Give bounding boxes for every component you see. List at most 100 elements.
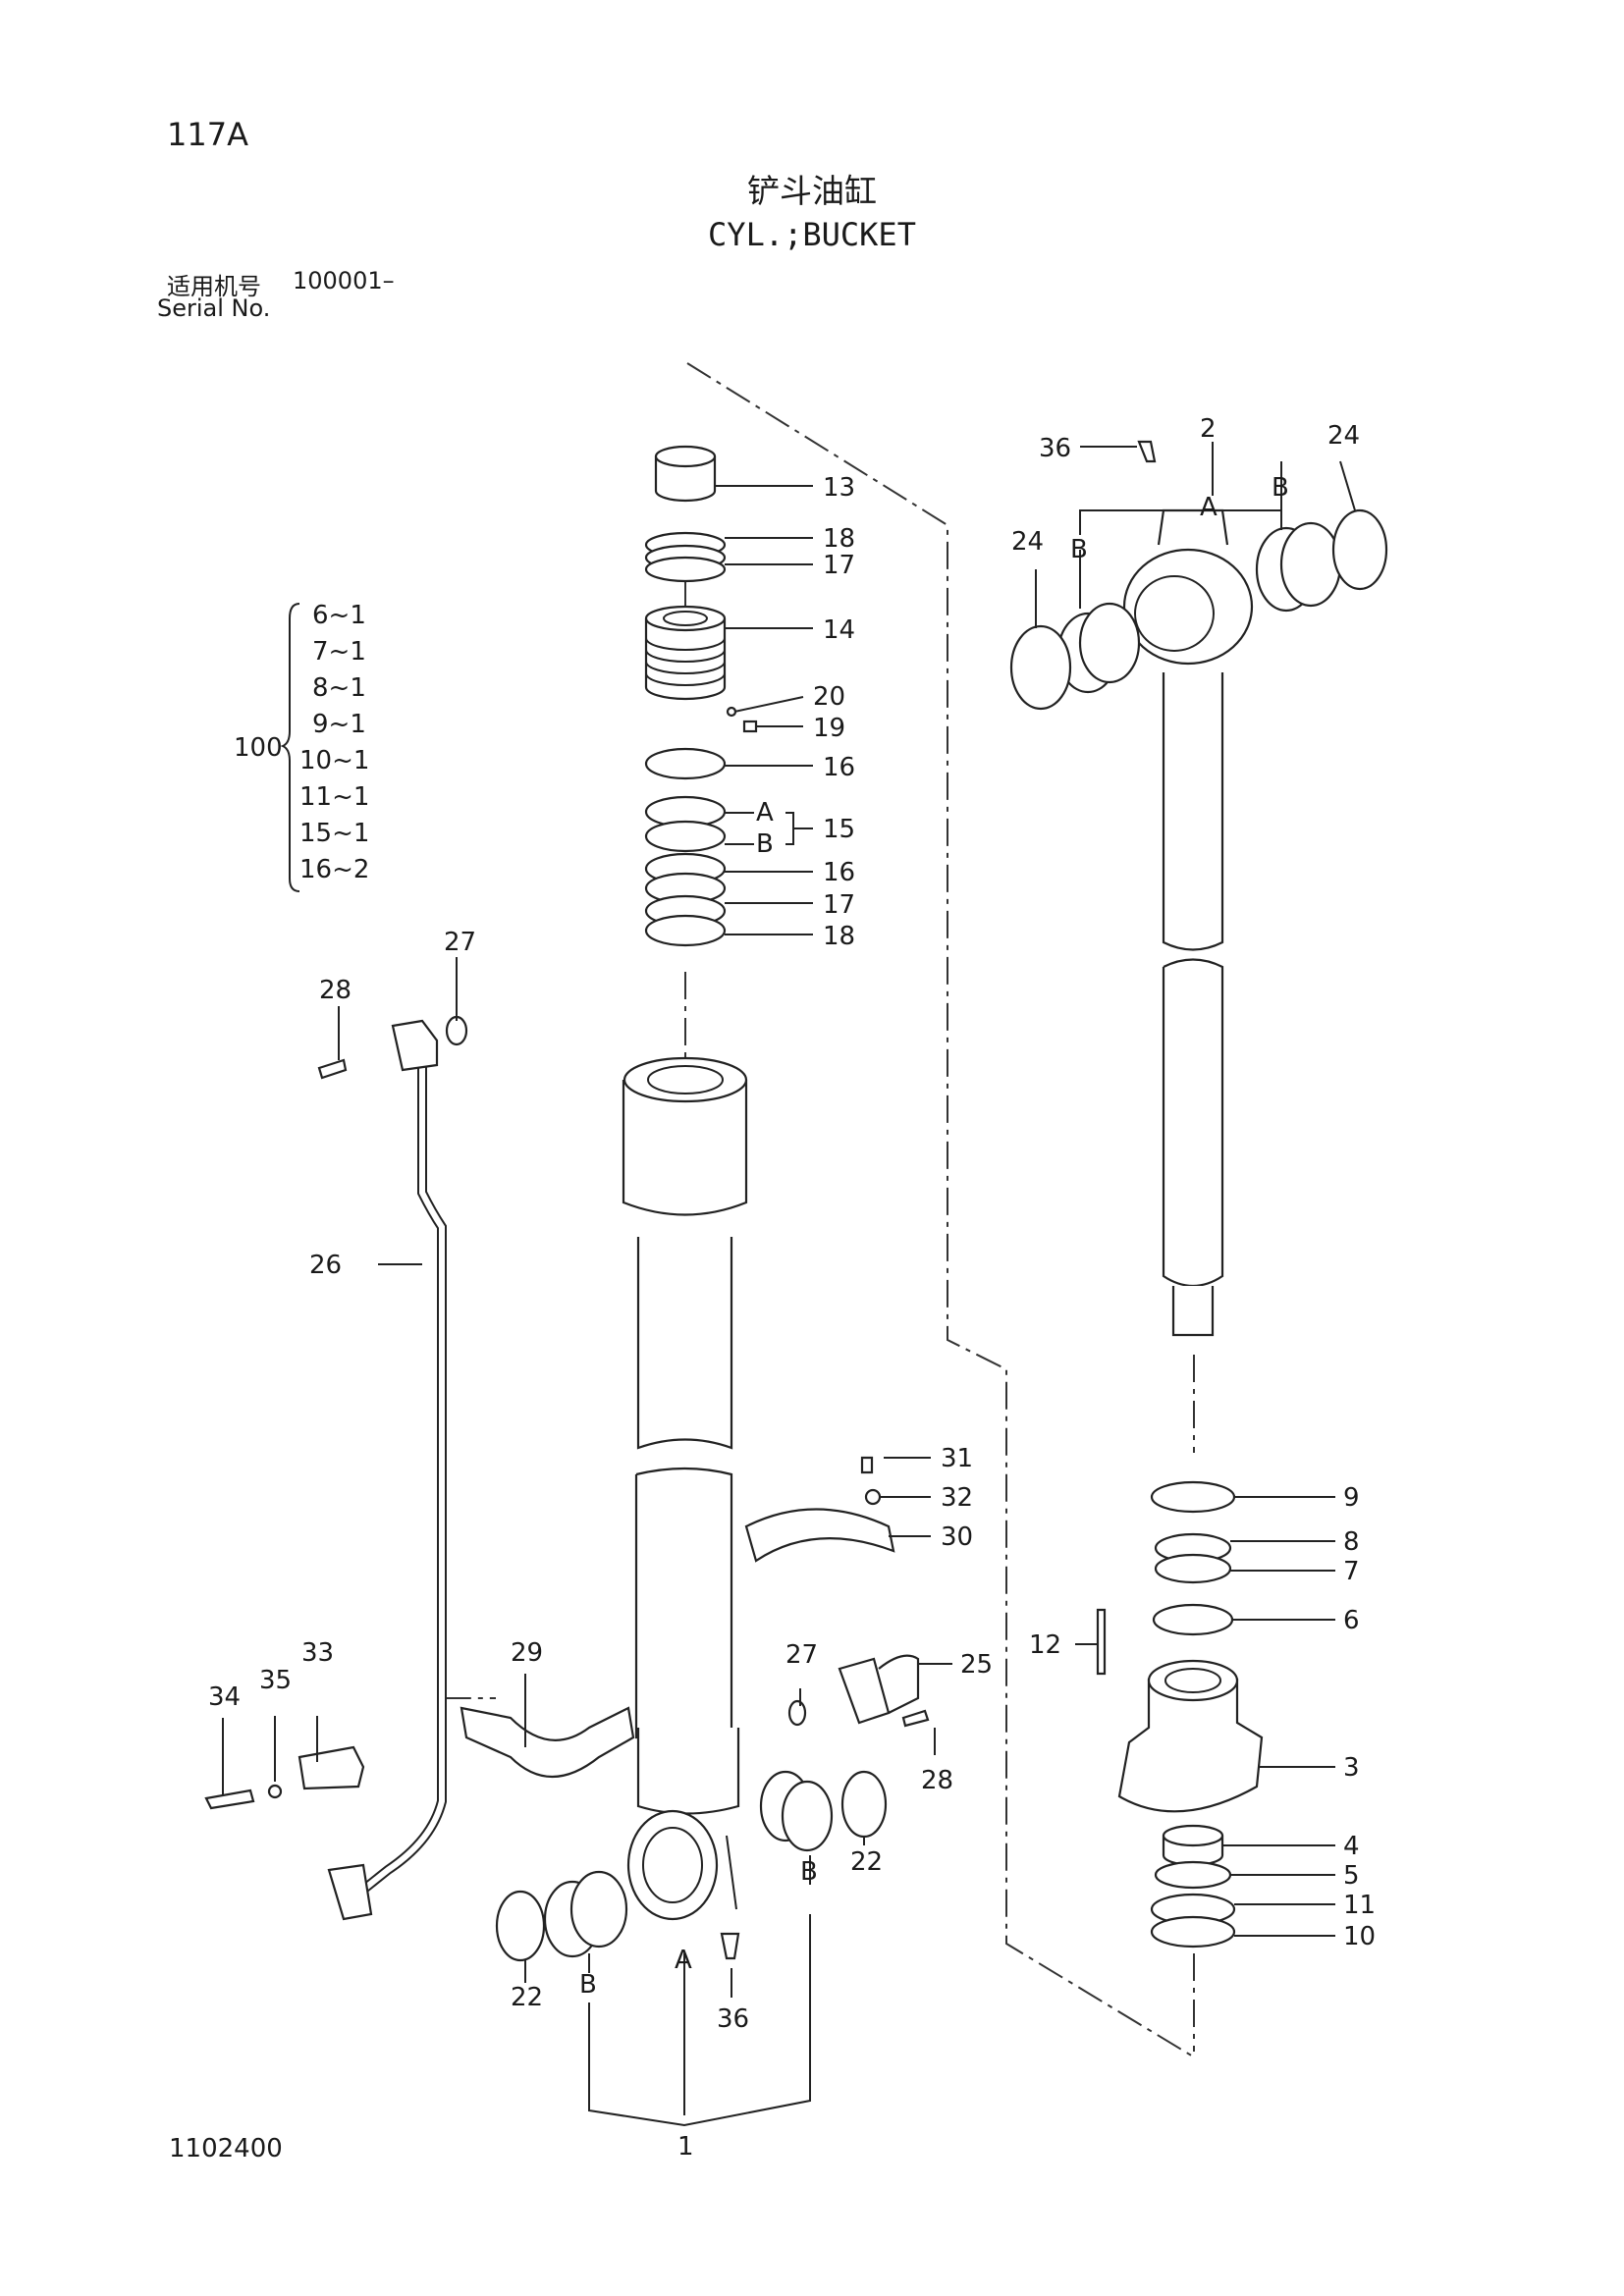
kit-label: 100 — [234, 733, 283, 763]
seal-24-left — [1009, 624, 1072, 711]
kit-brace — [280, 603, 300, 892]
bushing-pin-left — [543, 1870, 628, 1958]
callout-29: 29 — [511, 1638, 543, 1668]
clamp-29 — [460, 1706, 635, 1778]
page-number: 117A — [167, 116, 248, 153]
sublabel-seal-a: A — [756, 798, 774, 828]
callout-7: 7 — [1343, 1557, 1360, 1586]
clamp-30 — [744, 1508, 895, 1563]
callout-22-left: 22 — [511, 1983, 543, 2012]
o-ring-27-lower — [787, 1699, 807, 1727]
callout-20: 20 — [813, 682, 845, 712]
callout-5: 5 — [1343, 1861, 1360, 1891]
callout-36-lower: 36 — [717, 2004, 749, 2034]
sublabel-rod-b-left: B — [1070, 535, 1088, 564]
callout-18-upper: 18 — [823, 524, 855, 554]
callout-6: 6 — [1343, 1606, 1360, 1635]
washer-32 — [864, 1488, 882, 1506]
callout-25: 25 — [960, 1650, 993, 1680]
washer-35 — [267, 1784, 283, 1799]
callout-10: 10 — [1343, 1922, 1376, 1951]
assembly-path-line — [686, 362, 1194, 2057]
bolt-31 — [860, 1456, 874, 1474]
callout-12: 12 — [1029, 1630, 1061, 1660]
callout-2: 2 — [1200, 414, 1217, 444]
callout-18-lower: 18 — [823, 922, 855, 951]
callout-31: 31 — [941, 1444, 973, 1473]
callout-27-lower: 27 — [785, 1640, 818, 1670]
callout-16-upper: 16 — [823, 753, 855, 782]
grease-nipple-36-upper — [1137, 440, 1157, 463]
callout-4: 4 — [1343, 1832, 1360, 1861]
bolt-12 — [1096, 1608, 1107, 1676]
seal-rings-18-17-upper — [644, 531, 727, 583]
bushing-pin-rod-right — [1255, 521, 1342, 613]
callout-36-upper: 36 — [1039, 434, 1071, 463]
kit-item: 11~1 — [299, 782, 369, 812]
serial-label-chinese: 适用机号 — [167, 273, 261, 300]
callout-3: 3 — [1343, 1753, 1360, 1783]
elbow-25 — [838, 1654, 920, 1725]
title-chinese: 铲斗油缸 — [747, 172, 877, 210]
callout-16-lower: 16 — [823, 858, 855, 887]
flange-elbow-bottom — [327, 1863, 373, 1921]
callout-28-lower: 28 — [921, 1766, 953, 1795]
kit-item: 6~1 — [312, 601, 366, 630]
callout-24-right: 24 — [1327, 421, 1360, 451]
seal-22-right — [840, 1770, 888, 1839]
bolt-34 — [204, 1789, 255, 1810]
grease-nipple-36-lower — [720, 1932, 740, 1960]
serial-range: 100001– — [293, 267, 395, 294]
kit-item: 7~1 — [312, 637, 366, 667]
callout-34: 34 — [208, 1682, 241, 1712]
cylinder-tube-1 — [622, 1056, 748, 1921]
bushing-pin-rod-left — [1056, 602, 1141, 694]
kit-item: 10~1 — [299, 746, 369, 775]
callout-19: 19 — [813, 714, 845, 743]
cylinder-head-3 — [1117, 1659, 1264, 1813]
bolt-28-top — [317, 1058, 348, 1080]
sublabel-seal-b: B — [756, 829, 774, 859]
callout-13: 13 — [823, 473, 855, 503]
seal-rings-lower-stack — [644, 747, 727, 947]
kit-item: 9~1 — [312, 710, 366, 739]
callout-28-top: 28 — [319, 976, 352, 1005]
set-screw-19 — [742, 720, 758, 733]
leader-lines — [222, 442, 1356, 2127]
serial-label-english: Serial No. — [157, 294, 271, 322]
seal-24-right — [1331, 508, 1388, 591]
sublabel-tube-a: A — [675, 1946, 692, 1975]
sublabel-rod-a: A — [1200, 493, 1218, 522]
kit-item: 15~1 — [299, 819, 369, 848]
ball-20 — [726, 706, 737, 718]
callout-8: 8 — [1343, 1527, 1360, 1557]
flange-elbow-top — [391, 1019, 439, 1072]
sublabel-tube-b-right: B — [800, 1857, 818, 1887]
callout-33: 33 — [301, 1638, 334, 1668]
callout-24-left: 24 — [1011, 527, 1044, 557]
bracket-33 — [298, 1745, 365, 1790]
seal-22-left — [495, 1890, 546, 1962]
callout-35: 35 — [259, 1666, 292, 1695]
bushing-pin-right — [759, 1770, 834, 1852]
callout-22-right: 22 — [850, 1847, 883, 1877]
callout-9: 9 — [1343, 1483, 1360, 1513]
callout-11: 11 — [1343, 1891, 1376, 1920]
o-ring-27-top — [445, 1015, 468, 1046]
callout-1: 1 — [677, 2132, 694, 2162]
bushing-13 — [654, 445, 717, 503]
document-number: 1102400 — [169, 2134, 283, 2163]
kit-item: 8~1 — [312, 673, 366, 703]
sublabel-tube-b-left: B — [579, 1970, 597, 2000]
bolt-28-lower — [901, 1709, 930, 1728]
kit-item: 16~2 — [299, 855, 369, 884]
sublabel-rod-b-right: B — [1272, 473, 1289, 503]
callout-15: 15 — [823, 815, 855, 844]
callout-17-lower: 17 — [823, 890, 855, 920]
pipe-26 — [359, 1065, 447, 1894]
seal-rings-4-5-11-10 — [1150, 1824, 1236, 1949]
callout-17-upper: 17 — [823, 551, 855, 580]
callout-30: 30 — [941, 1522, 973, 1552]
callout-32: 32 — [941, 1483, 973, 1513]
